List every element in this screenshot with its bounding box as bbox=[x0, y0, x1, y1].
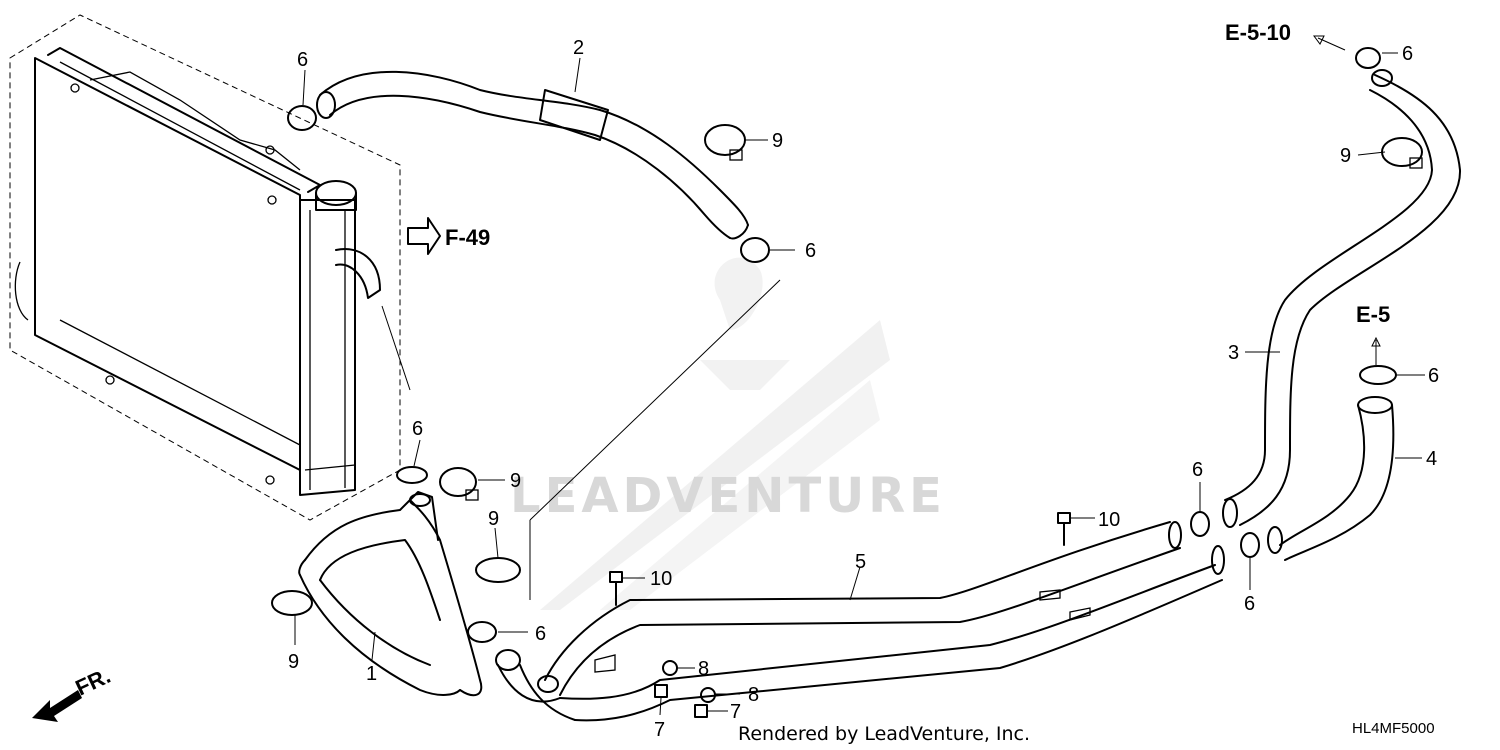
callout-9: 9 bbox=[1340, 145, 1351, 167]
callout-6: 6 bbox=[1244, 593, 1255, 615]
callout-1: 1 bbox=[366, 663, 377, 685]
bolt-washer-icons bbox=[609, 512, 1071, 718]
callout-6: 6 bbox=[1428, 365, 1439, 387]
callout-10: 10 bbox=[1098, 509, 1120, 531]
upper-hose bbox=[316, 70, 749, 240]
callout-7: 7 bbox=[654, 719, 665, 741]
callout-9: 9 bbox=[510, 470, 521, 492]
long-right-hose bbox=[1222, 69, 1462, 528]
callout-7: 7 bbox=[730, 701, 741, 723]
watermark-text: LEADVENTURE bbox=[510, 468, 946, 524]
callout-9: 9 bbox=[772, 130, 783, 152]
callout-5: 5 bbox=[855, 551, 866, 573]
callout-4: 4 bbox=[1426, 448, 1437, 470]
front-direction-arrow-icon bbox=[32, 690, 82, 722]
footer-credit: Rendered by LeadVenture, Inc. bbox=[738, 723, 1030, 745]
callout-6: 6 bbox=[805, 240, 816, 262]
callout-8: 8 bbox=[748, 684, 759, 706]
callout-6: 6 bbox=[1192, 459, 1203, 481]
radiator-lower-hose bbox=[298, 491, 483, 697]
right-lower-hose bbox=[1267, 396, 1395, 561]
callout-6: 6 bbox=[412, 418, 423, 440]
ref-f49-arrow bbox=[407, 217, 441, 255]
callout-8: 8 bbox=[698, 658, 709, 680]
callout-9: 9 bbox=[488, 508, 499, 530]
ref-e510-label: E-5-10 bbox=[1225, 20, 1291, 45]
callout-3: 3 bbox=[1228, 342, 1239, 364]
ref-e5-label: E-5 bbox=[1356, 302, 1390, 327]
callout-2: 2 bbox=[573, 37, 584, 59]
water-pipe bbox=[495, 521, 1225, 722]
radiator-assembly bbox=[9, 14, 401, 521]
callout-6: 6 bbox=[297, 49, 308, 71]
callout-6: 6 bbox=[535, 623, 546, 645]
callout-6: 6 bbox=[1402, 43, 1413, 65]
leader-lines bbox=[294, 35, 1425, 716]
callout-10: 10 bbox=[650, 568, 672, 590]
callout-9: 9 bbox=[288, 651, 299, 673]
ref-f49-label: F-49 bbox=[445, 225, 490, 250]
watermark-logo bbox=[540, 257, 890, 610]
diagram-code: HL4MF5000 bbox=[1352, 720, 1435, 737]
radiator-cap-icon bbox=[315, 180, 357, 206]
